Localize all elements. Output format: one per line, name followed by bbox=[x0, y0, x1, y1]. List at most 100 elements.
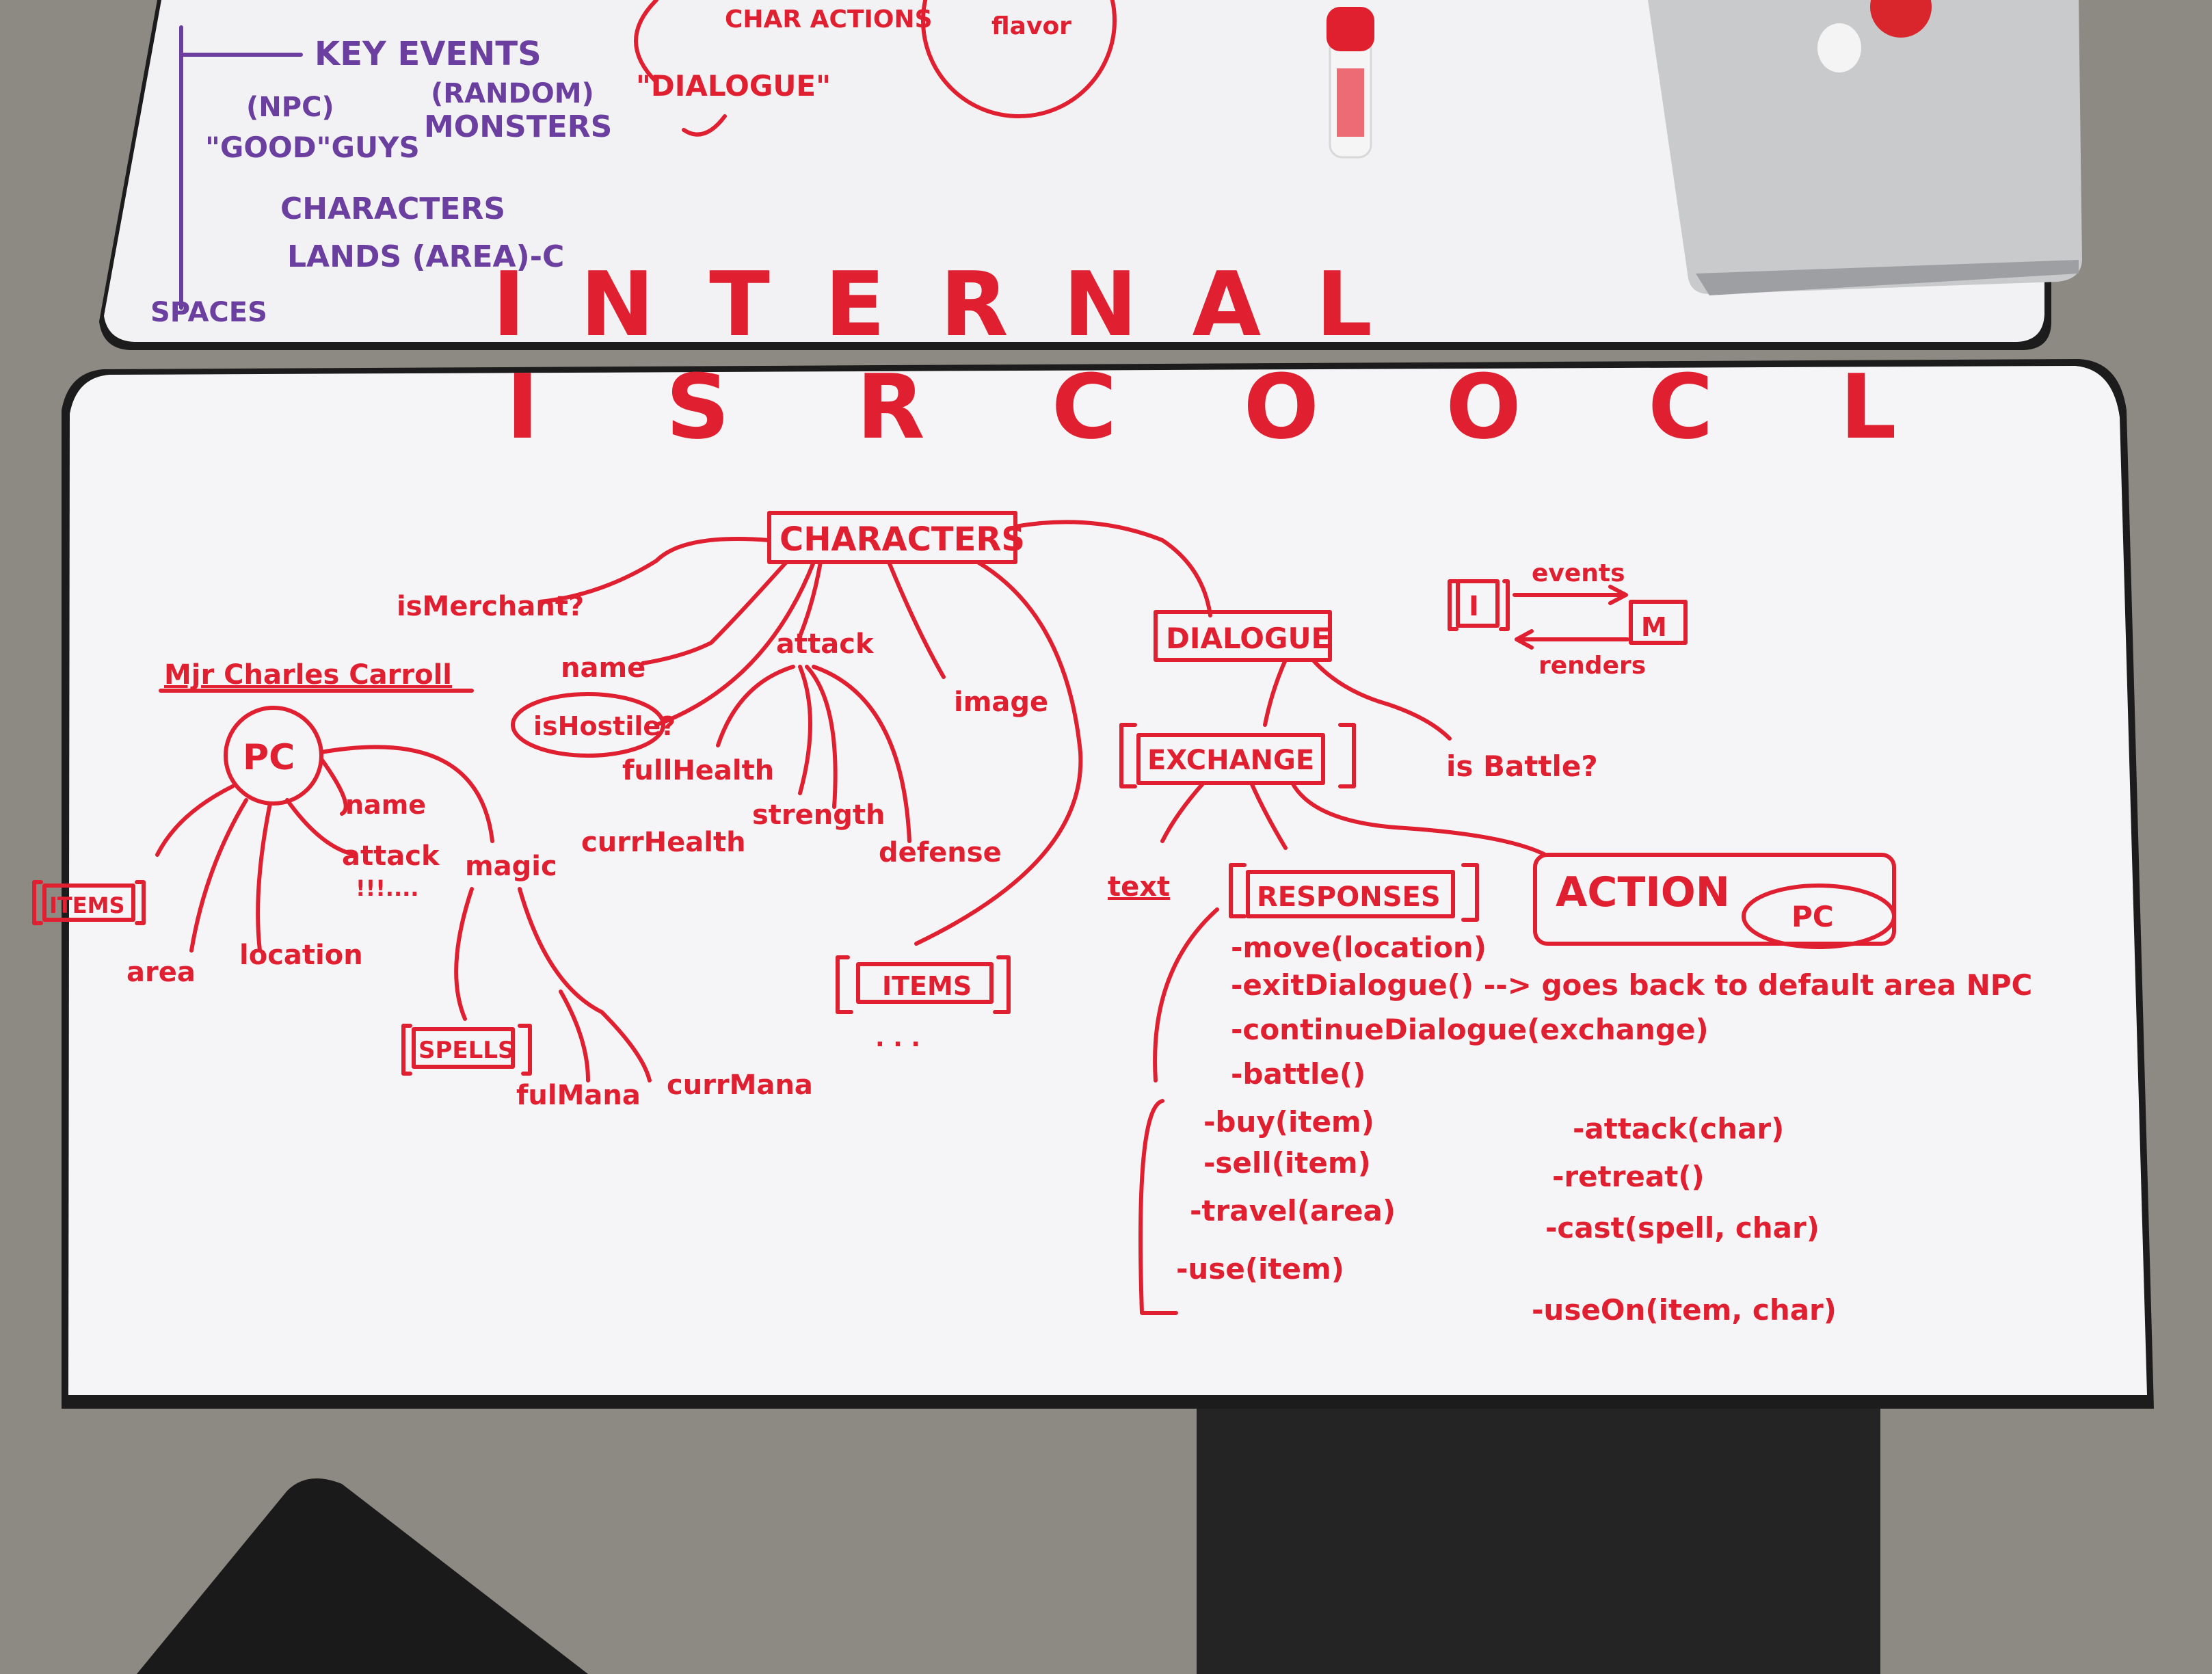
pc-name-label: name bbox=[345, 790, 426, 820]
laptop-hinge bbox=[1696, 260, 2079, 295]
is-hostile-ellipse bbox=[511, 692, 665, 758]
spaces-text: SPACES bbox=[150, 297, 267, 328]
defense-label: defense bbox=[879, 837, 1002, 868]
pc-label: PC bbox=[243, 737, 295, 778]
image-label: image bbox=[954, 687, 1048, 718]
attack-branches bbox=[716, 665, 911, 843]
response-travel: -travel(area) bbox=[1190, 1194, 1396, 1227]
full-health-label: fullHealth bbox=[622, 755, 774, 786]
action-box bbox=[1533, 853, 1896, 946]
connector-image bbox=[887, 560, 946, 679]
desk-shadow bbox=[1197, 1409, 1880, 1674]
dialogue-label: DIALOGUE bbox=[1166, 622, 1331, 655]
apple-logo-icon bbox=[1817, 23, 1861, 72]
curr-mana-label: currMana bbox=[667, 1070, 813, 1101]
chair bbox=[137, 1478, 588, 1674]
response-sell: -sell(item) bbox=[1203, 1146, 1371, 1180]
characters-box bbox=[767, 511, 1017, 564]
action-use-on: -useOn(item, char) bbox=[1532, 1293, 1837, 1327]
name-label: name bbox=[561, 652, 645, 684]
response-exit: -exitDialogue() --> goes back to default… bbox=[1231, 968, 2032, 1002]
char-actions-text: CHAR ACTIONS bbox=[725, 5, 933, 34]
events-i-brackets bbox=[1448, 579, 1510, 631]
connector-hostile bbox=[654, 560, 816, 727]
is-merchant-label: isMerchant? bbox=[397, 591, 584, 622]
renders-label: renders bbox=[1538, 652, 1646, 680]
circle-text: flavor bbox=[991, 12, 1071, 40]
responses-box bbox=[1246, 870, 1455, 918]
responses-brace bbox=[1138, 907, 1219, 1315]
full-mana-label: fulMana bbox=[516, 1080, 641, 1111]
events-m-label: M bbox=[1641, 612, 1667, 642]
responses-label: RESPONSES bbox=[1257, 881, 1441, 913]
is-battle-label: is Battle? bbox=[1446, 749, 1598, 783]
pc-branches bbox=[155, 745, 494, 953]
key-events-text: KEY EVENTS bbox=[315, 35, 542, 73]
laptop-sticker bbox=[1870, 0, 1932, 38]
events-i-label: I bbox=[1469, 591, 1479, 622]
response-battle: -battle() bbox=[1231, 1057, 1365, 1091]
top-board-notes: KEY EVENTS CHAR ACTIONS "DIALOGUE" MONST… bbox=[150, 0, 1427, 356]
action-pc-ellipse bbox=[1742, 884, 1896, 949]
location-label: location bbox=[239, 940, 363, 971]
pc-attack-marks: !!!.... bbox=[356, 875, 418, 901]
magic-label: magic bbox=[465, 851, 557, 882]
monsters-text: MONSTERS bbox=[424, 109, 612, 144]
text-label: text bbox=[1108, 871, 1170, 903]
magic-branches bbox=[454, 887, 652, 1082]
pc-circle bbox=[224, 706, 323, 806]
dialogue-quote-text: "DIALOGUE" bbox=[636, 69, 831, 103]
area-label: area bbox=[126, 957, 196, 988]
marker-cap bbox=[1327, 7, 1374, 51]
events-i-box bbox=[1456, 579, 1500, 628]
response-move: -move(location) bbox=[1231, 931, 1487, 964]
action-retreat: -retreat() bbox=[1552, 1160, 1705, 1193]
responses-brackets bbox=[1229, 863, 1479, 922]
lands-text: LANDS (AREA)-C bbox=[287, 239, 564, 274]
response-continue: -continueDialogue(exchange) bbox=[1231, 1013, 1709, 1046]
characters-top-text: CHARACTERS bbox=[280, 191, 505, 226]
events-arrow bbox=[1513, 585, 1628, 605]
spells-box bbox=[412, 1027, 515, 1069]
connector-name bbox=[641, 560, 788, 665]
spells-label: SPELLS bbox=[418, 1037, 514, 1064]
dialogue-box bbox=[1154, 610, 1332, 662]
red-circle-top bbox=[921, 0, 1117, 118]
items-ellipsis: . . . bbox=[875, 1024, 920, 1052]
pc-attack-label: attack bbox=[342, 840, 440, 872]
strength-label: strength bbox=[752, 799, 885, 831]
main-whiteboard bbox=[68, 366, 2147, 1395]
connector-merchant bbox=[538, 537, 771, 604]
items-box bbox=[856, 962, 994, 1004]
owner-name: Mjr Charles Carroll bbox=[164, 659, 452, 691]
good-guys-text: "GOOD"GUYS bbox=[205, 131, 420, 164]
exchange-label: EXCHANGE bbox=[1147, 745, 1314, 776]
marker-label bbox=[1337, 68, 1364, 137]
action-cast: -cast(spell, char) bbox=[1545, 1211, 1820, 1245]
rotated-letters: I S R C O O C L bbox=[506, 355, 1945, 459]
items-brackets bbox=[836, 955, 1011, 1014]
red-curves bbox=[634, 0, 727, 137]
is-hostile-label: isHostile? bbox=[533, 711, 676, 741]
exchange-brackets bbox=[1119, 723, 1356, 788]
exchange-branches bbox=[1160, 781, 1547, 857]
connector-attack bbox=[798, 560, 823, 638]
events-label: events bbox=[1532, 559, 1625, 587]
action-pc-label: PC bbox=[1791, 900, 1834, 933]
pc-items-box bbox=[42, 884, 135, 922]
events-m-box bbox=[1629, 600, 1688, 645]
main-diagram: CHARACTERS isMerchant? name isHostile? a… bbox=[32, 511, 2032, 1327]
exchange-box bbox=[1136, 733, 1325, 785]
random-text: (RANDOM) bbox=[431, 78, 594, 109]
laptop bbox=[1648, 0, 2082, 294]
pc-items-brackets bbox=[32, 880, 146, 925]
renders-arrow bbox=[1515, 629, 1629, 650]
spells-brackets bbox=[401, 1024, 532, 1076]
top-whiteboard bbox=[104, 0, 2044, 342]
internal-letters: INTERNAL bbox=[492, 252, 1427, 356]
action-label: ACTION bbox=[1556, 868, 1730, 916]
curr-health-label: currHealth bbox=[581, 827, 746, 858]
connector-dialogue bbox=[1013, 520, 1212, 617]
npc-text: (NPC) bbox=[246, 92, 334, 123]
